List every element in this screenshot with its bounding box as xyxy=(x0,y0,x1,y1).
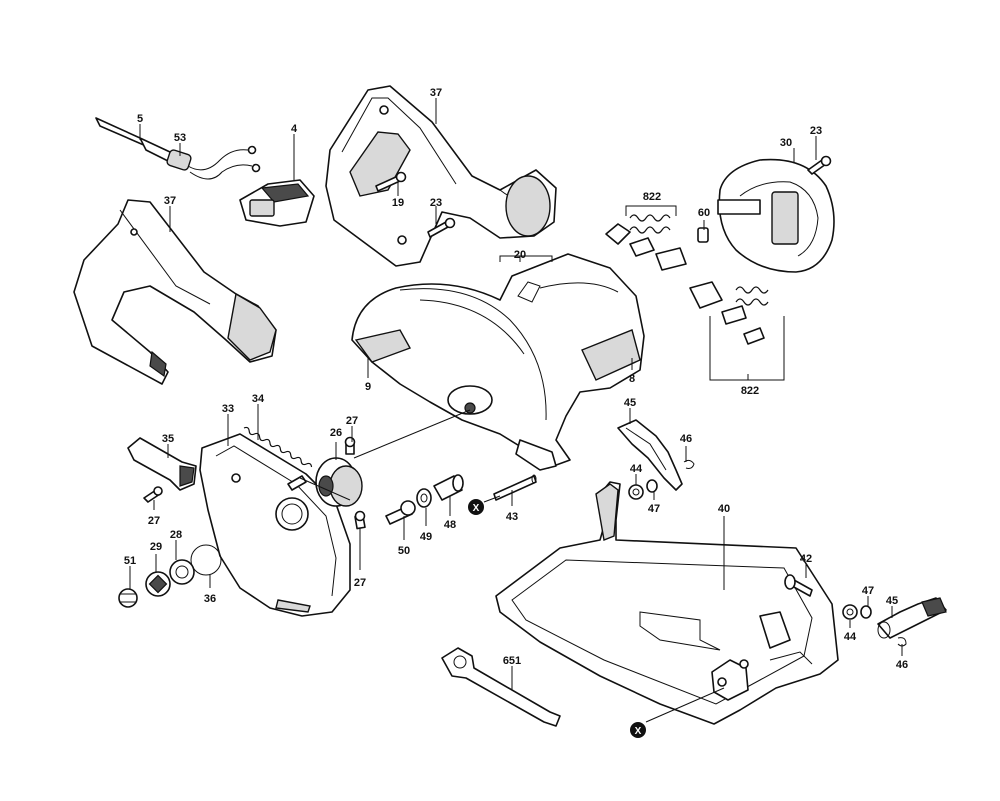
label-part-49: 49 xyxy=(420,531,432,543)
motor-housing xyxy=(351,253,645,471)
bushing-48 xyxy=(433,474,464,501)
shaft-43 xyxy=(493,474,537,501)
x-marker-top: X xyxy=(468,499,484,515)
pin-60 xyxy=(697,227,709,243)
nut-44-right xyxy=(842,604,858,620)
washer-29 xyxy=(145,571,171,597)
label-part-26: 26 xyxy=(330,427,342,439)
brush-holder-bottom xyxy=(689,281,769,345)
label-part-51: 51 xyxy=(124,555,136,567)
washer-49 xyxy=(416,488,432,508)
label-part-45-top: 45 xyxy=(624,397,636,409)
label-part-45-right: 45 xyxy=(886,595,898,607)
brush-holder-top xyxy=(605,214,687,271)
label-part-27-c: 27 xyxy=(354,577,366,589)
label-part-29: 29 xyxy=(150,541,162,553)
leader-lines xyxy=(129,98,903,723)
screw-19 xyxy=(375,171,407,192)
bolt-50 xyxy=(385,500,416,525)
washer-28 xyxy=(169,559,195,585)
screw-23-right xyxy=(807,155,832,175)
bevel-lever-right xyxy=(877,597,947,639)
power-cord xyxy=(95,117,261,180)
screw-27-c xyxy=(354,510,366,530)
screw-27-a xyxy=(143,486,163,503)
label-part-23-right: 23 xyxy=(810,125,822,137)
label-part-8: 8 xyxy=(629,373,635,385)
washer-47-right xyxy=(860,605,872,619)
label-part-822-top: 822 xyxy=(643,191,661,203)
label-part-36: 36 xyxy=(204,593,216,605)
base-plate xyxy=(495,481,839,725)
screw-27-b xyxy=(344,436,356,455)
x-marker-top-label: X xyxy=(473,503,480,514)
guard-lever xyxy=(127,437,197,491)
bolt-51 xyxy=(118,588,138,608)
bracket-822-bottom xyxy=(709,316,785,381)
label-part-40: 40 xyxy=(718,503,730,515)
label-part-9: 9 xyxy=(365,381,371,393)
label-part-50: 50 xyxy=(398,545,410,557)
hub-26 xyxy=(315,457,363,507)
clip-46-top xyxy=(683,459,695,469)
x-marker-bottom-label: X xyxy=(635,726,642,737)
label-part-44-right: 44 xyxy=(844,631,857,643)
screw-clip-small xyxy=(287,475,307,491)
label-part-4: 4 xyxy=(291,123,298,135)
label-part-43: 43 xyxy=(506,511,518,523)
switch-assembly xyxy=(239,179,315,227)
label-part-60: 60 xyxy=(698,207,710,219)
label-part-48: 48 xyxy=(444,519,456,531)
label-part-27-a: 27 xyxy=(148,515,160,527)
label-part-822-bottom: 822 xyxy=(741,385,759,397)
part-labels: 5 53 4 37 19 23 37 20 9 8 822 60 30 23 8… xyxy=(124,87,908,671)
label-part-651: 651 xyxy=(503,655,521,667)
label-part-30: 30 xyxy=(780,137,792,149)
label-part-53: 53 xyxy=(174,132,186,144)
label-part-28: 28 xyxy=(170,529,182,541)
label-part-47-right: 47 xyxy=(862,585,874,597)
label-part-34: 34 xyxy=(252,393,265,405)
clip-46-right xyxy=(897,637,907,647)
label-part-35: 35 xyxy=(162,433,174,445)
label-part-33: 33 xyxy=(222,403,234,415)
handle-housing-left xyxy=(73,199,277,385)
label-part-5: 5 xyxy=(137,113,143,125)
blade-wrench xyxy=(441,647,561,727)
nut-44-top xyxy=(628,484,644,500)
label-part-20: 20 xyxy=(514,249,526,261)
label-part-27-b: 27 xyxy=(346,415,358,427)
depth-lever-top xyxy=(617,419,683,491)
lower-guard xyxy=(199,433,351,617)
label-part-37-top: 37 xyxy=(430,87,442,99)
label-part-46-right: 46 xyxy=(896,659,908,671)
label-part-23-mid: 23 xyxy=(430,197,442,209)
screw-42 xyxy=(784,574,813,597)
screw-23-mid xyxy=(427,217,456,238)
x-marker-bottom: X xyxy=(630,722,646,738)
handle-housing-right xyxy=(325,85,557,267)
ring-36 xyxy=(190,544,222,576)
guard-spring xyxy=(243,426,313,468)
end-cap xyxy=(717,158,835,273)
bracket-822-top xyxy=(625,205,677,216)
label-part-44-top: 44 xyxy=(630,463,643,475)
label-part-37-left: 37 xyxy=(164,195,176,207)
label-part-46-top: 46 xyxy=(680,433,692,445)
label-part-42: 42 xyxy=(800,553,812,565)
washer-47-top xyxy=(646,479,658,493)
label-part-19: 19 xyxy=(392,197,404,209)
label-part-47-top: 47 xyxy=(648,503,660,515)
